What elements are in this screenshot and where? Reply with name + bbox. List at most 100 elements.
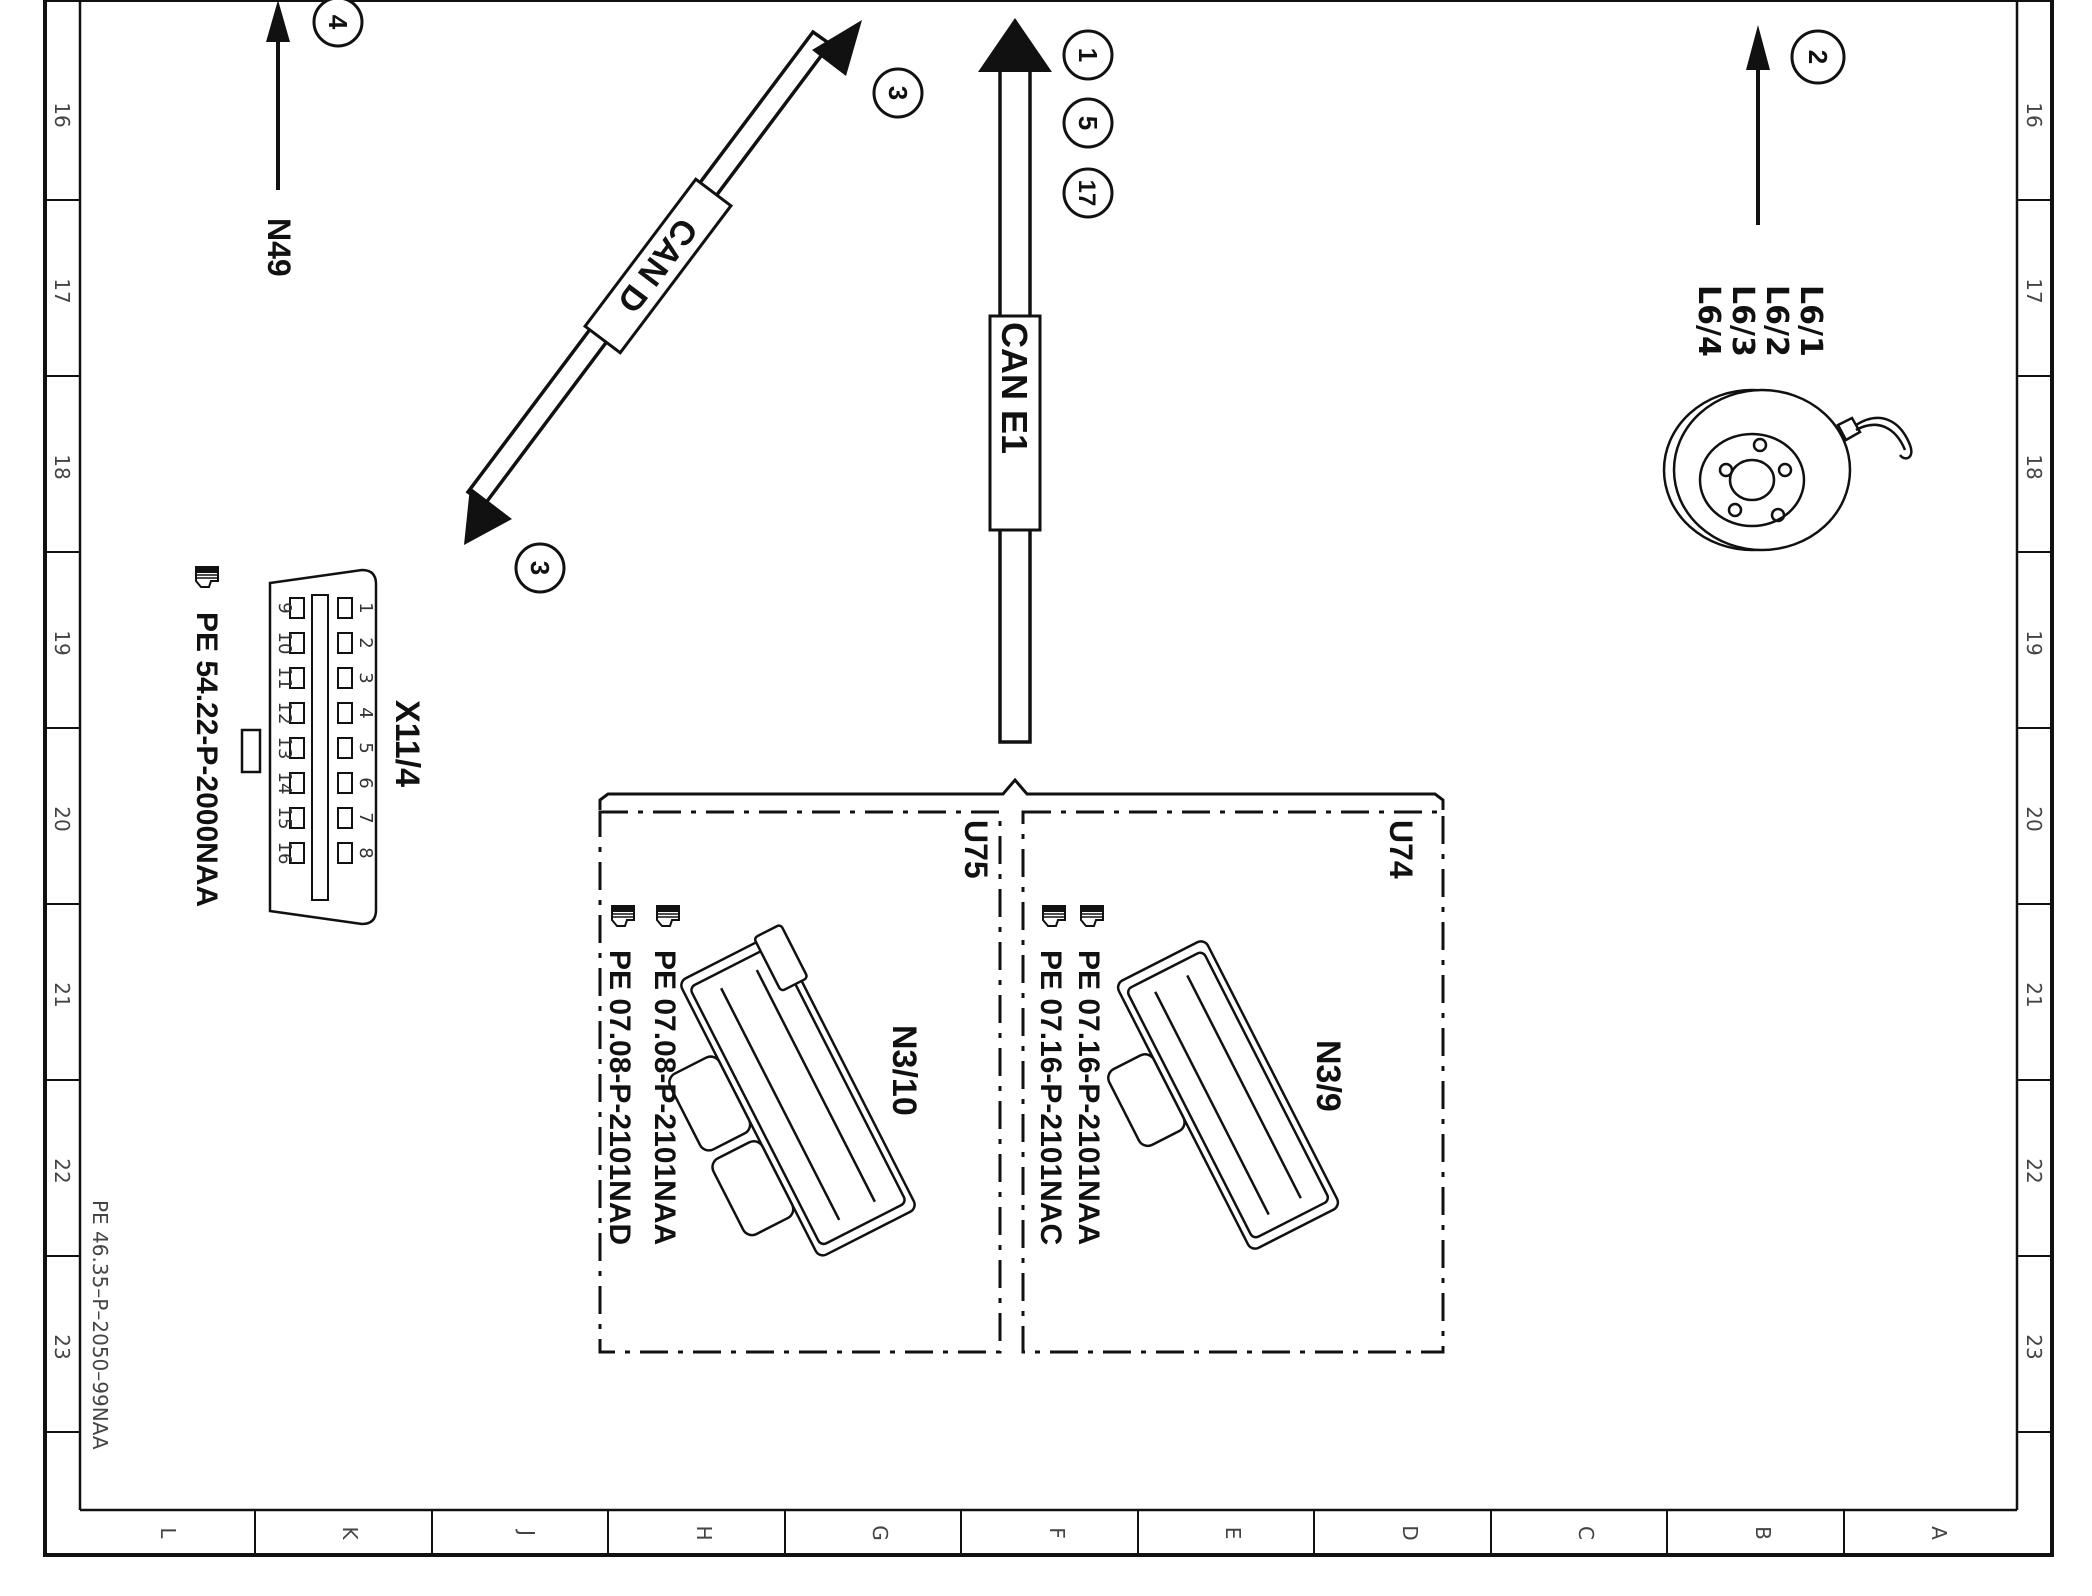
connector-pin: [337, 597, 353, 619]
column-label: H: [692, 1525, 716, 1540]
row-label: 21: [50, 982, 74, 1007]
connector-pin: [337, 807, 353, 829]
row-label: 19: [50, 630, 74, 655]
row-label: 17: [2022, 278, 2046, 303]
pin-number: 4: [355, 707, 376, 718]
column-zone-ticks: [254, 1510, 1845, 1555]
connection-label: L6/4: [1691, 285, 1726, 357]
connector-label: X11/4: [388, 700, 426, 787]
reference-hand-icon: [655, 904, 681, 927]
group-reference: PE 07.08-P-2101NAD: [603, 950, 636, 1245]
column-label: A: [1927, 1526, 1951, 1540]
column-label: B: [1751, 1526, 1775, 1540]
pin-number: 5: [355, 742, 376, 753]
bus-can-e1: CAN E1 1 5 17: [978, 18, 1114, 744]
row-label: 23: [2022, 1334, 2046, 1359]
pin-number: 10: [274, 632, 295, 655]
reference-number: 17: [1073, 180, 1100, 207]
pin-number: 16: [274, 842, 295, 865]
group-reference: PE 07.08-P-2101NAA: [648, 950, 681, 1245]
connector-pin: [289, 842, 305, 864]
control-unit-icon: [668, 924, 916, 1257]
connector-pin: [289, 667, 305, 689]
connector-pin: [337, 667, 353, 689]
reference-number: 3: [883, 86, 913, 100]
pin-number: 12: [274, 702, 295, 725]
pin-number: 3: [355, 672, 376, 683]
group-reference: PE 07.16-P-2101NAA: [1072, 950, 1105, 1245]
pin-number: 9: [274, 602, 295, 613]
connector-pin: [289, 632, 305, 654]
group-id: U75: [958, 820, 994, 879]
row-label: 23: [50, 1334, 74, 1359]
reference-number: 5: [1073, 116, 1103, 130]
column-label: D: [1398, 1525, 1422, 1540]
pin-number: 14: [274, 772, 295, 795]
reference-circle: [1062, 167, 1114, 219]
row-labels-right: 16 17 18 19 20 21 22 23: [2022, 102, 2046, 1359]
reference-hand-icon: [610, 904, 636, 927]
bus-label-box: [582, 177, 734, 355]
rpm-sensor-icon: [1662, 388, 1913, 552]
reference-hand-icon: [1079, 904, 1105, 927]
column-label: C: [1574, 1526, 1598, 1540]
connection-label: L6/3: [1725, 285, 1760, 357]
row-label: 18: [50, 454, 74, 479]
pin-number: 8: [355, 847, 376, 858]
component-label: N3/9: [1309, 1040, 1347, 1112]
row-label: 19: [2022, 630, 2046, 655]
row-label: 21: [2022, 982, 2046, 1007]
connector-pin: [337, 702, 353, 724]
drawing-frame: [43, 0, 2054, 1557]
connector-pin: [289, 737, 305, 759]
column-label: G: [868, 1525, 892, 1541]
pin-number: 13: [274, 737, 295, 760]
connector-pin: [337, 632, 353, 654]
row-label: 16: [2022, 102, 2046, 127]
row-label: 20: [50, 806, 74, 831]
pin-number: 11: [274, 667, 295, 690]
connector-pin: [337, 737, 353, 759]
l6-labels: L6/1 L6/2 L6/3 L6/4: [1691, 285, 1828, 357]
column-label: E: [1221, 1527, 1245, 1540]
connector-pin: [289, 772, 305, 794]
reference-circle: [312, 0, 364, 48]
group-u74: U74 N3/9 PE 07.16-P-2101NAA PE 07.16-P-2…: [1021, 810, 1445, 1354]
reference-circle: [872, 67, 924, 119]
column-label: F: [1045, 1527, 1069, 1539]
reference-number: 4: [323, 15, 353, 30]
connector-pin: [337, 842, 353, 864]
reference-circle: [1790, 29, 1846, 85]
row-labels-left: 16 17 18 19 20 21 22 23: [50, 102, 74, 1359]
pin-number: 1: [355, 602, 376, 613]
connector-pin: [337, 772, 353, 794]
bus-label-box: [988, 314, 1042, 532]
group-u75: U75 N3/10 PE 07.08-P-2101NAA PE 07.08-P-…: [598, 810, 1002, 1354]
connector-reference: PE 54.22-P-2000NAA: [190, 612, 223, 907]
connector-pin: [289, 597, 305, 619]
reference-hand-icon: [194, 565, 220, 588]
row-label: 17: [50, 278, 74, 303]
row-label: 16: [50, 102, 74, 127]
column-labels: L K J H G F E D C B A: [156, 1525, 1951, 1541]
pin-number: 6: [355, 777, 376, 788]
connection-label: N49: [261, 218, 297, 277]
group-id: U74: [1383, 820, 1419, 879]
reference-circle: [1062, 97, 1114, 149]
reference-number: 2: [1803, 50, 1833, 64]
pin-number: 15: [274, 807, 295, 830]
row-label: 22: [50, 1158, 74, 1183]
connector-pin: [289, 807, 305, 829]
bus-can-d: CAN D 3 3: [464, 20, 924, 594]
pin-number: 7: [355, 812, 376, 823]
control-unit-icon: [1107, 940, 1340, 1250]
component-label: N3/10: [885, 1025, 923, 1116]
column-label: K: [338, 1526, 362, 1540]
group-brace: [598, 777, 1445, 810]
sheet-reference: PE 46.35–P–2050–99NAA: [88, 1200, 112, 1450]
reference-circle: [1062, 29, 1114, 81]
connection-label: L6/1: [1793, 285, 1828, 357]
